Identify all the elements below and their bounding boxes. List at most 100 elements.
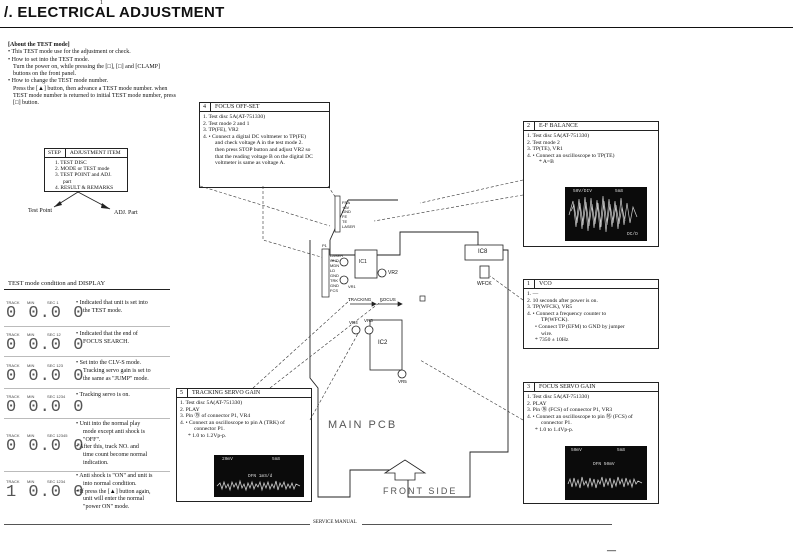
fg-scope-top-right: 5mS (617, 448, 626, 453)
display-row: TRACK MIN SEC 12 0 0.0 0 • Indicated tha… (4, 327, 170, 357)
tg-line: 4. • Connect an oscilloscope to pin A (T… (180, 419, 285, 426)
about-line: • How to change the TEST mode number. (8, 78, 109, 85)
focus-offset-line: 3. TP(FE), VR2 (203, 127, 239, 134)
conn-pin: LD (330, 268, 336, 273)
display-row: TRACK MIN SEC 123 0 0.0 0 • Set into the… (4, 357, 170, 389)
about-line: [□] button. (13, 100, 39, 107)
ef-balance-title: E-F BALANCE (539, 123, 578, 129)
display-row: TRACK MIN SEC 12345 0 0.0 0 • Unit into … (4, 419, 170, 472)
conn-pin: +5V (342, 204, 350, 210)
ef-balance-scope: 50V/DIV 5mS DC/D (565, 187, 647, 241)
focus-offset-line: that the reading voltage B on the digita… (215, 153, 313, 160)
pcb-outline (309, 231, 509, 498)
fg-line: 1. Test disc 5A(AT-751330) (527, 394, 590, 400)
note-line: the same as "JUMP" mode. (83, 375, 149, 382)
about-test-mode: [About the TEST mode] • This TEST mode u… (8, 42, 198, 108)
display-notes: • Indicated that unit is set into the TE… (76, 300, 170, 316)
vco-num: 1 (527, 280, 535, 288)
sec-label: SEC 12 (47, 332, 61, 337)
footer-line-left (4, 524, 310, 525)
vco-list: 1. — 2. 10 seconds after power is on. 3.… (524, 289, 658, 346)
ef-balance-num: 2 (527, 122, 535, 130)
vr1-label: VR1 (348, 284, 356, 289)
about-line: TEST mode number is returned to initial … (13, 93, 176, 100)
display-row: TRACK MIN SEC 1 0 0.0 0 • Indicated that… (4, 293, 170, 327)
tg-line: * 1.0 to 1.2Vp-p. (188, 432, 227, 439)
tg-line: 1. Test disc 5A(AT-751330) (180, 400, 243, 406)
display-digits: 0 0.0 0 (6, 367, 85, 386)
note-line: • If press the [▲] button again, (76, 488, 151, 495)
focus-gain-list: 1. Test disc 5A(AT-751330) 2. PLAY 3. Pi… (524, 392, 658, 436)
step-item: 2. MODE or TEST mode (55, 166, 110, 173)
conn-pin: GND (342, 209, 351, 215)
tg-scope-top-left: 20mV (222, 457, 233, 462)
display-digits: 1 0.0 0 (6, 483, 85, 502)
ef-line: 4. • Connect an oscilloscope to TP(TE) (527, 152, 615, 159)
note-line: • Anti shock is "ON" and unit is (76, 473, 153, 479)
display-digits: 0 0.0 0 (6, 304, 85, 323)
note-line: • Indicated that the end of (76, 331, 138, 337)
conn-pin: GND (330, 258, 339, 263)
note-line: Tracking servo gain is set to (83, 367, 151, 374)
tracking-gain-title: TRACKING SERVO GAIN (192, 390, 261, 396)
sec-label: SEC 12345 (47, 433, 68, 438)
vco-title: VCO (539, 281, 552, 287)
sec-label: SEC 1234 (47, 394, 66, 399)
tracking-label: TRACKING (348, 297, 372, 302)
display-digits: 0 0.0 0 (6, 398, 85, 417)
fg-line: * 1.0 to 1.4Vp-p. (535, 426, 574, 433)
track-label: TRACK (6, 363, 20, 368)
step-item: 1. TEST DISC (55, 160, 87, 166)
about-line: • This TEST mode use for the adjustment … (8, 49, 131, 56)
about-heading: [About the TEST mode] (8, 42, 70, 48)
fg-scope-waveform (567, 476, 643, 489)
ef-line: 2. Test mode 2 (527, 139, 560, 146)
ef-scope-waveform (568, 195, 638, 233)
ef-scope-top-left: 50V/DIV (573, 189, 592, 194)
fg-line: 2. PLAY (527, 400, 547, 407)
track-label: TRACK (6, 300, 20, 305)
ic2-label: IC2 (378, 340, 388, 346)
ef-balance-list: 1. Test disc 5A(AT-751330) 2. Test mode … (524, 131, 658, 168)
fg-line: 3. Pin ⑯ (FCS) of connector P1, VR3 (527, 407, 613, 414)
focus-offset-line: then press STOP button and adjust VR2 so (215, 146, 311, 153)
step-item: part (63, 178, 72, 185)
focus-offset-list: 1. Test disc 5A(AT-751330) 2. Test mode … (200, 112, 329, 169)
display-notes: • Anti shock is "ON" and unit is into no… (76, 473, 170, 512)
conn-pin: LASER (342, 223, 356, 229)
sec-label: SEC 1 (47, 300, 59, 305)
vr3-label: VR3 (364, 318, 373, 323)
focus-offset-line: 1. Test disc 5A(AT-751330) (203, 114, 266, 120)
conn-left-labels: LASER GND MDN LD GND TRK GND FCS (330, 253, 343, 293)
adj-part-label: ADJ. Part (114, 210, 138, 216)
about-line: • How to set into the TEST mode. (8, 56, 90, 63)
note-line: "OFF". (83, 436, 101, 443)
step-col: STEP (48, 149, 66, 157)
ic1-label: IC1 (359, 259, 367, 265)
note-line: indication. (83, 459, 109, 466)
track-label: TRACK (6, 394, 20, 399)
focus-gain-title: FOCUS SERVO GAIN (539, 384, 596, 390)
conn-pin: FE (342, 214, 348, 220)
test-display-heading: TEST mode condition and DISPLAY (8, 280, 106, 287)
display-row: TRACK MIN SEC 1234 1 0.0 0 • Anti shock … (4, 472, 170, 516)
min-label: MIN (27, 433, 35, 438)
ef-balance-box: 2 E-F BALANCE 1. Test disc 5A(AT-751330) … (523, 121, 659, 247)
display-digits: 0 0.0 0 (6, 336, 85, 355)
display-notes: • Indicated that the end of FOCUS SEARCH… (76, 331, 170, 347)
track-label: TRACK (6, 332, 20, 337)
fg-scope-top-left: 50mV (571, 448, 582, 453)
min-label: MIN (27, 332, 35, 337)
about-line: Turn the power on, while pressing the [□… (13, 63, 161, 70)
note-line: • Indicated that unit is set into (76, 300, 148, 306)
fg-scope-mid: DFN 50mV (593, 462, 615, 467)
wfck-label: WFCK (477, 281, 492, 287)
note-line: • Set into the CLV-S mode. (76, 360, 141, 366)
tg-scope-mid: DFN 1mS/d (248, 474, 273, 479)
